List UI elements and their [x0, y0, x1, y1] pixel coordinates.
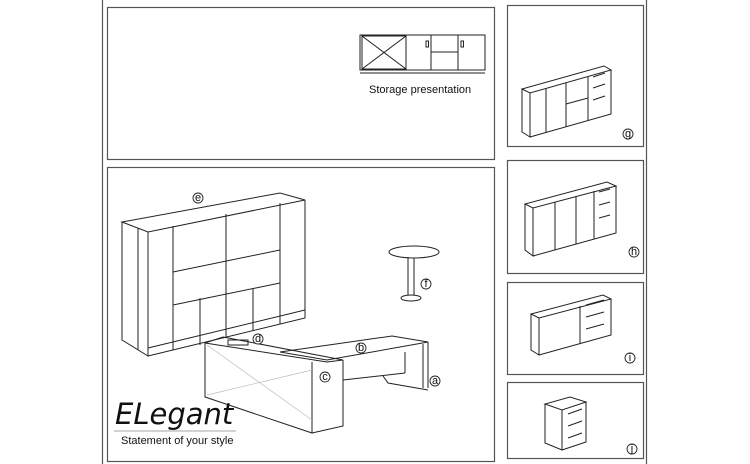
side-panel-j: j: [506, 381, 645, 460]
panel-label-j: j: [630, 443, 633, 455]
round-table-drawing: [388, 245, 440, 302]
storage-front-view: [359, 34, 486, 74]
panel-label-g: g: [625, 128, 631, 140]
desk-drawing: [204, 335, 429, 434]
callout-a: a: [429, 375, 441, 387]
callout-d: d: [252, 333, 264, 345]
callout-c: c: [319, 371, 331, 383]
storage-caption: Storage presentation: [369, 84, 471, 96]
brand-title: ELegant: [115, 397, 235, 431]
callout-e: e: [192, 192, 204, 204]
callout-f: f: [420, 278, 432, 290]
brand-tagline: Statement of your style: [121, 435, 234, 447]
callout-b: b: [355, 342, 367, 354]
panel-label-i: i: [629, 352, 631, 364]
svg-text:c: c: [322, 371, 328, 383]
svg-text:d: d: [255, 333, 261, 345]
svg-text:e: e: [195, 192, 201, 204]
svg-text:f: f: [424, 278, 428, 290]
side-panel-i: i: [506, 281, 645, 376]
outer-frame: [101, 0, 648, 464]
main-scene-panel: e f d b c a ELegant Statement of your st…: [106, 166, 496, 463]
panel-label-h: h: [631, 246, 637, 258]
storage-presentation-panel: Storage presentation: [106, 6, 496, 161]
side-panel-h: h: [506, 159, 645, 275]
svg-text:a: a: [432, 375, 439, 387]
bookcase-drawing: [120, 192, 306, 357]
side-panel-g: g: [506, 4, 645, 148]
svg-text:b: b: [358, 342, 364, 354]
